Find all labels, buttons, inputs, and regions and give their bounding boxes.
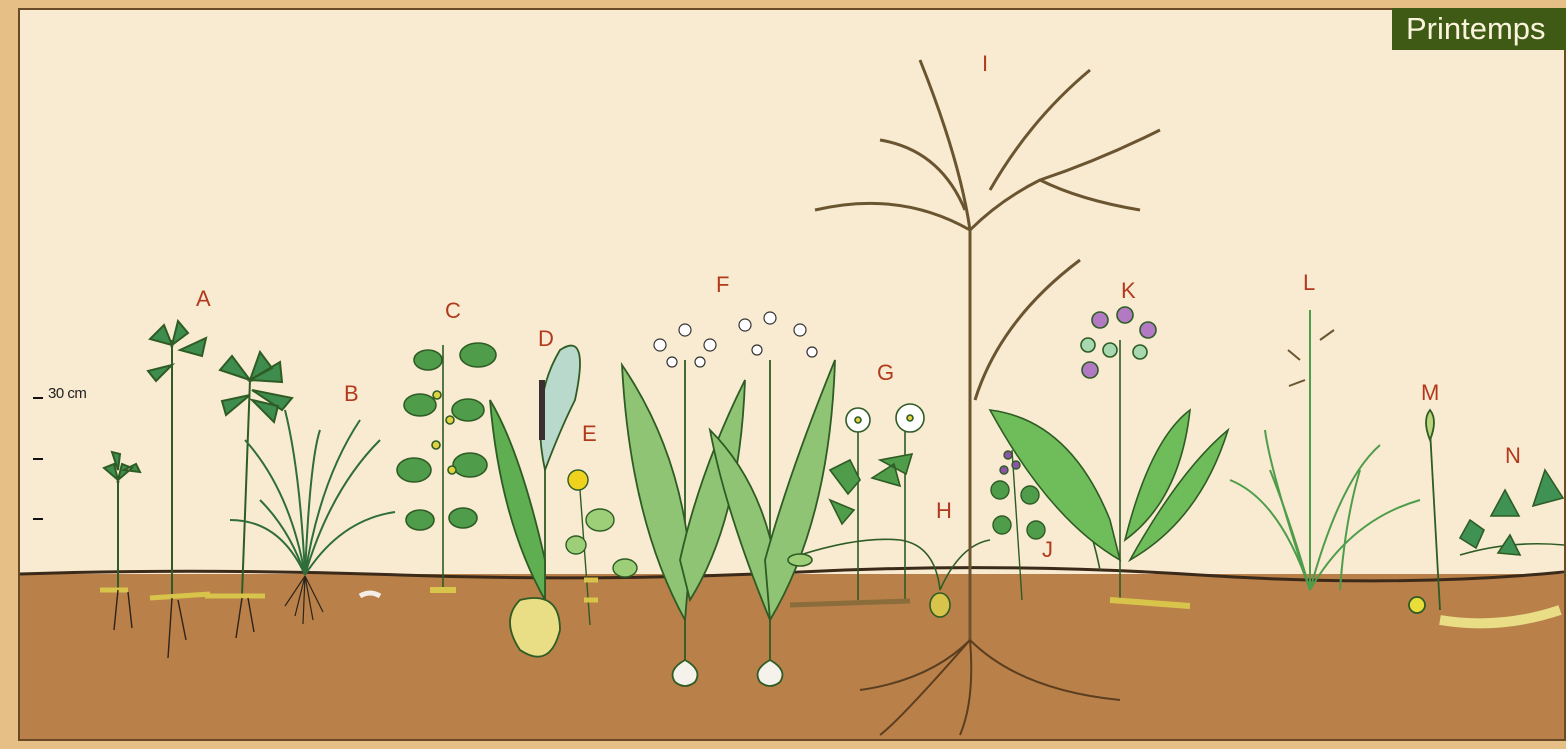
scale-tick-30cm <box>33 397 43 399</box>
plant-label-g: G <box>877 362 894 384</box>
plant-label-j: J <box>1042 539 1053 561</box>
plant-label-e: E <box>582 423 597 445</box>
plant-label-k: K <box>1121 280 1136 302</box>
plant-c <box>397 343 496 590</box>
plant-n <box>1460 470 1564 555</box>
plant-label-a: A <box>196 288 211 310</box>
plant-label-c: C <box>445 300 461 322</box>
scale-tick-20cm <box>33 458 43 460</box>
plant-label-l: L <box>1303 272 1315 294</box>
plant-label-n: N <box>1505 445 1521 467</box>
plant-k <box>990 307 1228 606</box>
scale-label: 30 cm <box>48 385 86 402</box>
soil <box>20 574 1564 739</box>
plant-label-i: I <box>982 53 988 75</box>
scale-tick-10cm <box>33 518 43 520</box>
plant-label-f: F <box>716 274 729 296</box>
season-badge: Printemps <box>1392 8 1566 50</box>
plant-label-m: M <box>1421 382 1439 404</box>
plant-label-b: B <box>344 383 359 405</box>
plant-label-d: D <box>538 328 554 350</box>
plant-label-h: H <box>936 500 952 522</box>
plant-l <box>1230 310 1420 590</box>
